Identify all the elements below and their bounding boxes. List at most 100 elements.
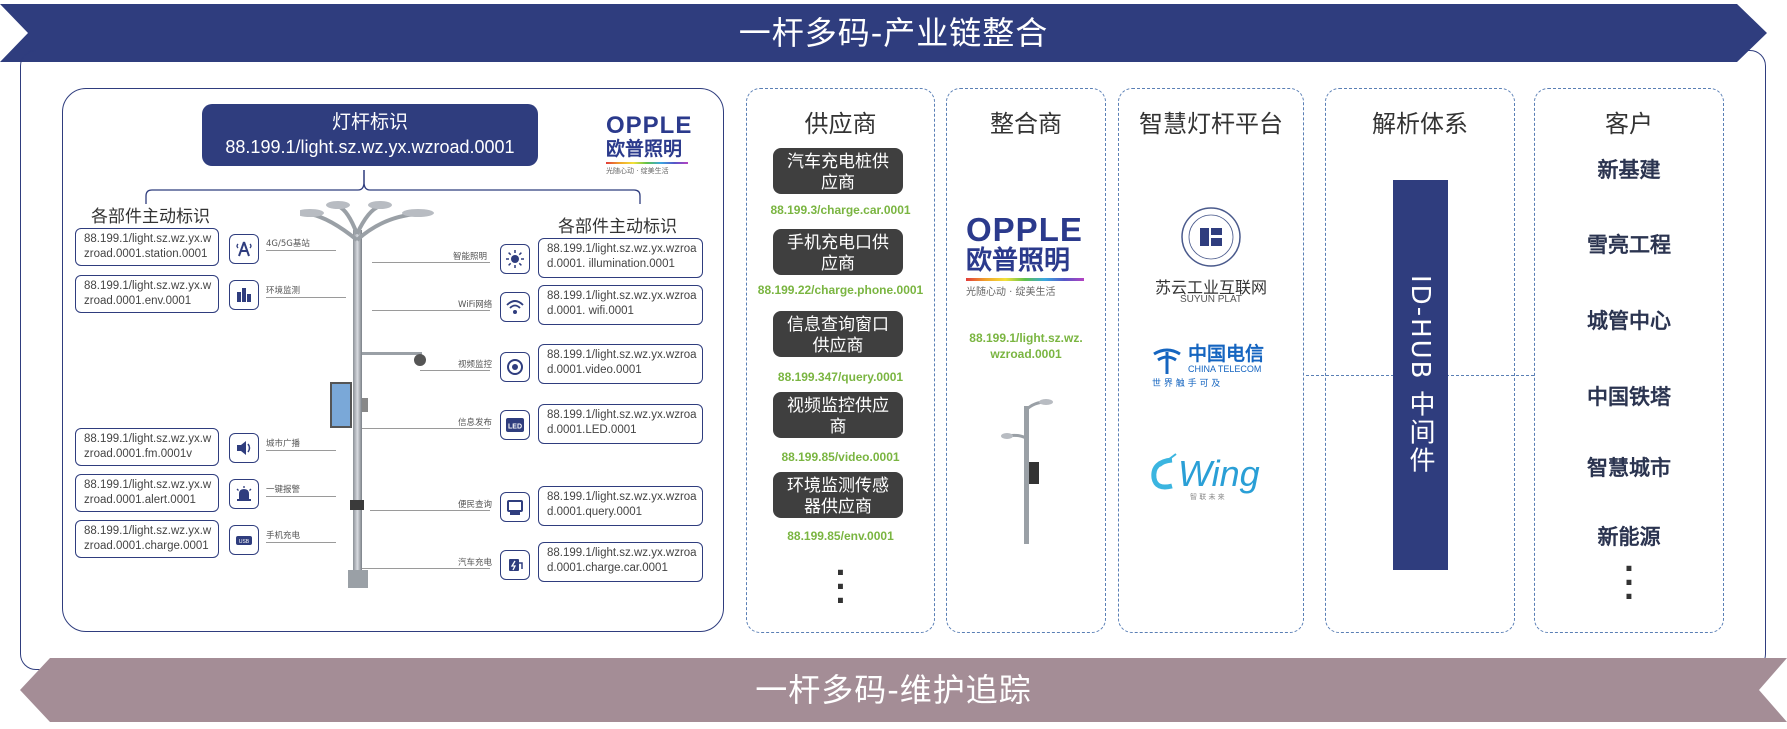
idhub-bar bbox=[1393, 180, 1448, 570]
component-id-box-station: 88.199.1/light.sz.wz.yx.w zroad.0001.sta… bbox=[75, 228, 219, 266]
antenna-icon bbox=[229, 234, 259, 264]
component-id-box-query: 88.199.1/light.sz.wz.yx.wzroa d.0001.que… bbox=[538, 486, 703, 526]
id-bracket bbox=[145, 170, 641, 204]
component-id-box-video: 88.199.1/light.sz.wz.yx.wzroa d.0001.vid… bbox=[538, 344, 703, 384]
suyun-name: 苏云工业互联网 bbox=[1154, 278, 1267, 297]
small-light-pole-icon bbox=[1001, 399, 1053, 544]
component-id-box-ev-charge: 88.199.1/light.sz.wz.yx.wzroa d.0001.cha… bbox=[538, 542, 703, 582]
tag-charge: 手机充电 bbox=[266, 531, 301, 541]
platform-title: 智慧灯杆平台 bbox=[1139, 110, 1283, 138]
customer-item: 中国铁塔 bbox=[1587, 385, 1671, 409]
supplier-id: 88.199.85/video.0001 bbox=[781, 450, 900, 464]
tag-env: 环境监测 bbox=[266, 286, 301, 296]
china-telecom-logo: 中国电信 CHINA TELECOM 世 界 触 手 可 及 bbox=[1152, 343, 1265, 389]
svg-text:LED: LED bbox=[508, 424, 522, 431]
tag-fm: 城市广播 bbox=[266, 439, 301, 449]
suppliers-column bbox=[746, 88, 935, 633]
telecom-swirl-icon bbox=[1153, 348, 1181, 374]
supplier-car-charger: 汽车充电桩供 应商 bbox=[773, 148, 903, 194]
light-pole-id-box: 灯杆标识 88.199.1/light.sz.wz.yx.wzroad.0001 bbox=[202, 104, 538, 166]
leader-line bbox=[266, 450, 336, 451]
parser-title: 解析体系 bbox=[1372, 110, 1468, 138]
leader-line bbox=[420, 370, 490, 371]
bottom-banner-title: 一杆多码-维护追踪 bbox=[755, 671, 1032, 709]
led-icon: LED bbox=[500, 410, 530, 440]
leader-line bbox=[266, 250, 336, 251]
component-id-box-led: 88.199.1/light.sz.wz.yx.wzroa d.0001.LED… bbox=[538, 404, 703, 444]
wing-logo: Wing 智 联 未 来 bbox=[1150, 452, 1290, 502]
component-id-box-wifi: 88.199.1/light.sz.wz.yx.wzroa d.0001. wi… bbox=[538, 285, 703, 325]
usb-icon: USB bbox=[229, 525, 259, 555]
suyun-seal-icon bbox=[1181, 207, 1241, 267]
suyun-en: SUYUN PLAT bbox=[1179, 294, 1243, 305]
leader-line bbox=[370, 510, 490, 511]
customer-item: 雪亮工程 bbox=[1587, 233, 1671, 257]
wifi-icon bbox=[500, 292, 530, 322]
wing-swoosh-icon bbox=[1151, 453, 1177, 490]
camera-icon bbox=[500, 352, 530, 382]
supplier-phone-charger: 手机充电口供 应商 bbox=[773, 229, 903, 275]
tag-alert: 一键报警 bbox=[266, 485, 301, 495]
parser-column bbox=[1325, 88, 1515, 633]
supplier-query-window: 信息查询窗口 供应商 bbox=[773, 311, 903, 357]
idhub-label: ID-HUB 中间件 bbox=[1405, 275, 1435, 475]
svg-text:USB: USB bbox=[239, 539, 250, 545]
integrator-title: 整合商 bbox=[990, 110, 1062, 138]
alarm-icon bbox=[229, 479, 259, 509]
supplier-id: 88.199.85/env.0001 bbox=[787, 529, 894, 543]
leader-line bbox=[362, 428, 490, 429]
leader-line bbox=[372, 310, 490, 311]
customers-title: 客户 bbox=[1605, 110, 1653, 138]
tag-station: 4G/5G基站 bbox=[266, 239, 310, 249]
tag-video: 视频监控 bbox=[458, 360, 493, 370]
top-banner-title: 一杆多码-产业链整合 bbox=[738, 14, 1049, 52]
tag-ev-charge: 汽车充电 bbox=[458, 558, 493, 568]
supplier-id: 88.199.3/charge.car.0001 bbox=[770, 203, 911, 217]
component-id-box-charge: 88.199.1/light.sz.wz.yx.w zroad.0001.cha… bbox=[75, 520, 219, 558]
customer-item: 新基建 bbox=[1597, 158, 1661, 182]
top-banner bbox=[0, 4, 1767, 62]
sun-icon bbox=[500, 244, 530, 274]
terminal-icon bbox=[500, 492, 530, 522]
suppliers-title: 供应商 bbox=[804, 110, 877, 138]
component-id-box-fm: 88.199.1/light.sz.wz.yx.w zroad.0001.fm.… bbox=[75, 428, 219, 466]
platform-column bbox=[1118, 88, 1304, 633]
tag-query: 便民查询 bbox=[458, 500, 493, 510]
supplier-video-surveillance: 视频监控供应 商 bbox=[773, 392, 903, 438]
component-id-box-alert: 88.199.1/light.sz.wz.yx.w zroad.0001.ale… bbox=[75, 474, 219, 512]
leader-line bbox=[266, 542, 336, 543]
integrator-id: 88.199.1/light.sz.wz. wzroad.0001 bbox=[969, 331, 1083, 361]
opple-logo: OPPLE 欧普照明 光随心动 · 绽美生活 bbox=[606, 112, 693, 175]
customer-item: 智慧城市 bbox=[1587, 456, 1671, 480]
more-ellipsis: ··· bbox=[1623, 552, 1635, 613]
integrator-opple-logo: OPPLE 欧普照明 光随心动 · 绽美生活 bbox=[966, 211, 1084, 298]
component-id-box-env: 88.199.1/light.sz.wz.yx.w zroad.0001.env… bbox=[75, 275, 219, 313]
supplier-env-sensor: 环境监测传感 器供应商 bbox=[773, 472, 903, 518]
right-group-label: 各部件主动标识 bbox=[558, 217, 677, 237]
smart-light-pole-illustration bbox=[300, 201, 434, 588]
leader-line bbox=[372, 262, 490, 263]
component-id-box-illumination: 88.199.1/light.sz.wz.yx.wzroa d.0001. il… bbox=[538, 238, 703, 278]
id-box-value: 88.199.1/light.sz.wz.yx.wzroad.0001 bbox=[225, 137, 515, 157]
ev-charger-icon bbox=[500, 550, 530, 580]
supplier-id: 88.199.347/query.0001 bbox=[777, 370, 904, 384]
leader-line bbox=[362, 568, 490, 569]
tag-illumination: 智能照明 bbox=[453, 252, 488, 262]
customer-item: 城管中心 bbox=[1587, 309, 1671, 333]
customer-item: 新能源 bbox=[1597, 525, 1661, 549]
more-ellipsis: ··· bbox=[835, 556, 846, 617]
leader-line bbox=[266, 496, 336, 497]
rainbow-bar bbox=[966, 278, 1084, 281]
tag-led: 信息发布 bbox=[458, 418, 493, 428]
supplier-id: 88.199.22/charge.phone.0001 bbox=[757, 283, 924, 297]
id-box-title: 灯杆标识 bbox=[331, 111, 408, 133]
integrator-column bbox=[946, 88, 1106, 633]
tag-wifi: WiFi网络 bbox=[458, 300, 493, 310]
customers-column bbox=[1534, 88, 1724, 633]
rainbow-bar bbox=[606, 162, 688, 164]
left-group-label: 各部件主动标识 bbox=[91, 207, 210, 227]
leader-line bbox=[266, 297, 346, 298]
city-sensor-icon bbox=[229, 280, 259, 310]
bottom-banner bbox=[20, 658, 1787, 722]
speaker-icon bbox=[229, 433, 259, 463]
